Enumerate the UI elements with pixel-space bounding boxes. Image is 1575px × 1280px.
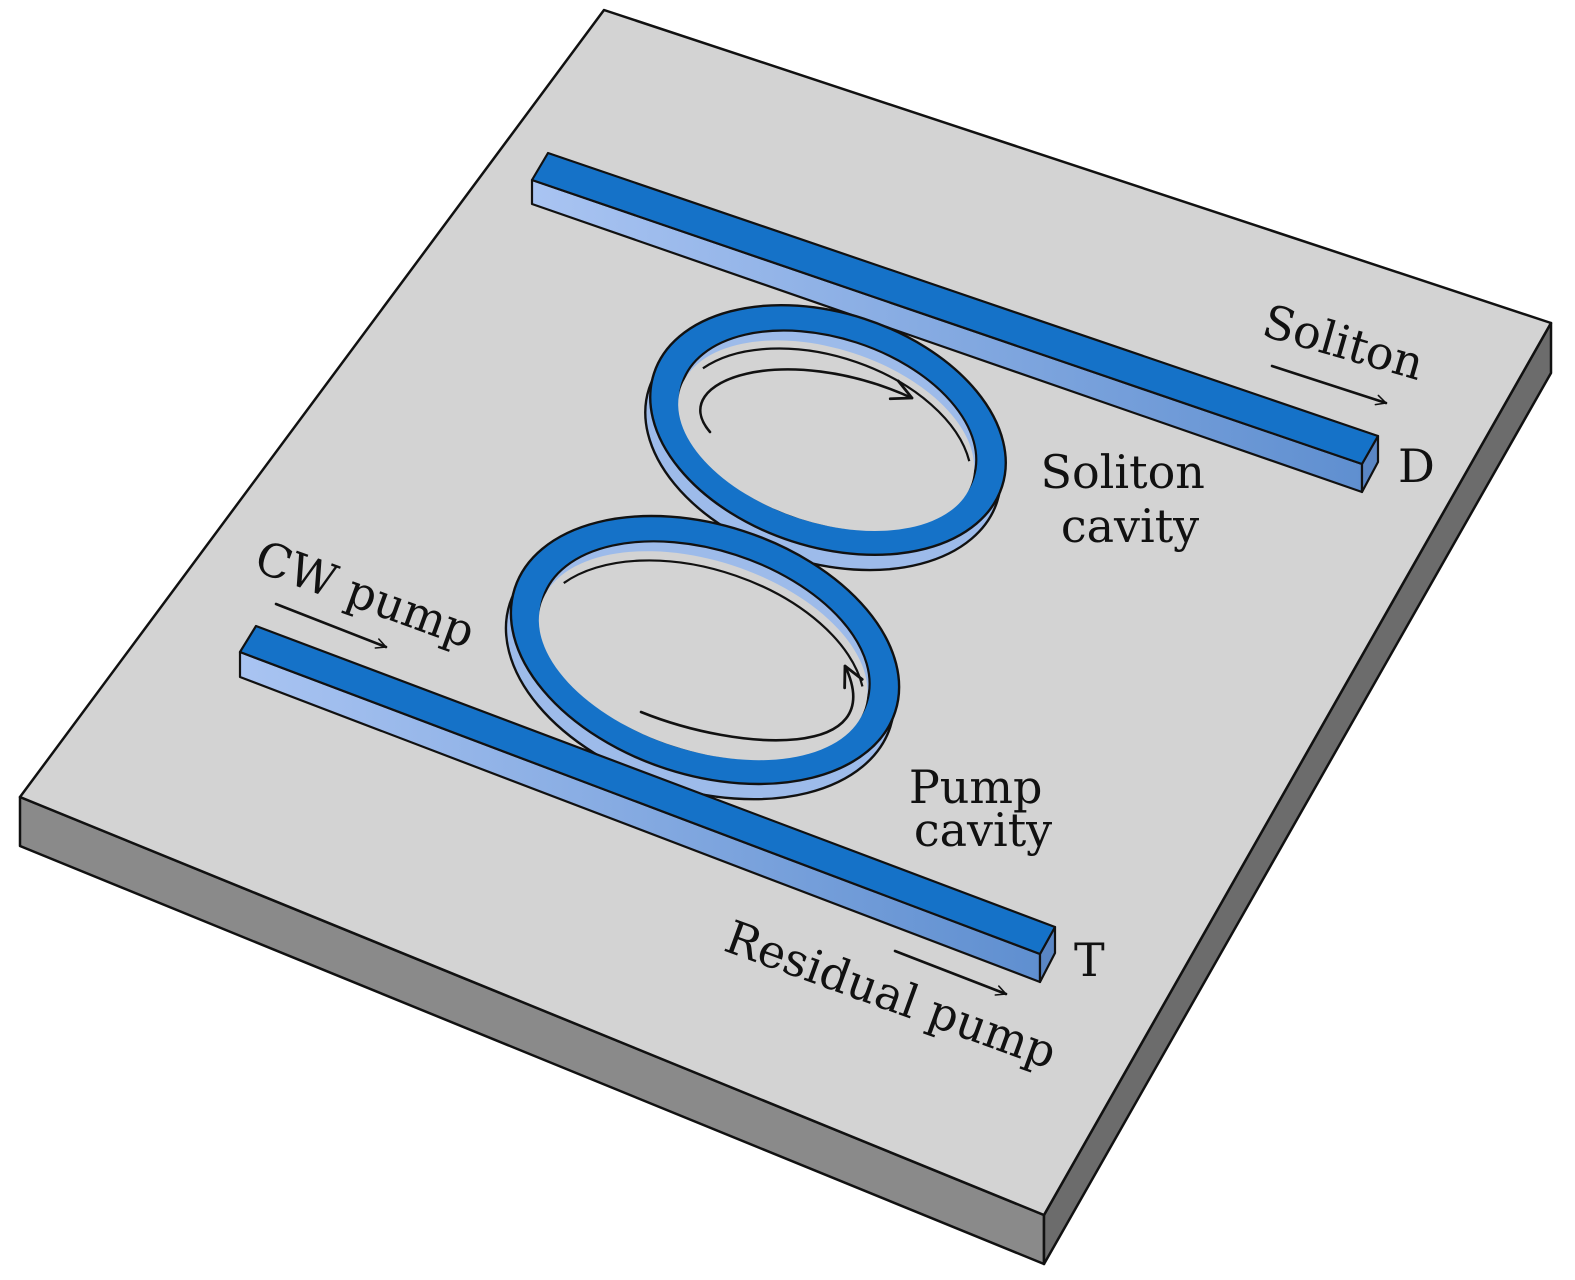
pump-cavity-ring bbox=[504, 514, 901, 801]
through-waveguide-top bbox=[238, 624, 1057, 956]
residual-pump-arrow bbox=[893, 949, 1008, 996]
through-bus-waveguide bbox=[238, 624, 1057, 984]
pump-cavity-line2: cavity bbox=[914, 803, 1052, 857]
soliton-cavity-line2: cavity bbox=[1061, 499, 1199, 553]
pump-circulation-arrow bbox=[639, 664, 864, 742]
cw-pump-arrow bbox=[274, 602, 388, 649]
drop-waveguide-top bbox=[530, 151, 1380, 466]
soliton-output-arrow bbox=[1270, 364, 1388, 406]
soliton-cavity-line1: Soliton bbox=[1040, 445, 1204, 499]
soliton-circulation-arrow bbox=[699, 368, 914, 434]
port-t-label: T bbox=[1074, 933, 1105, 987]
pump-cavity-line1: Pump bbox=[909, 760, 1043, 814]
port-d-label: D bbox=[1398, 439, 1435, 493]
drop-bus-waveguide bbox=[530, 151, 1380, 494]
soliton-cavity-label: Soliton cavity bbox=[1040, 445, 1219, 553]
pump-cavity-label: Pump cavity bbox=[909, 760, 1057, 857]
